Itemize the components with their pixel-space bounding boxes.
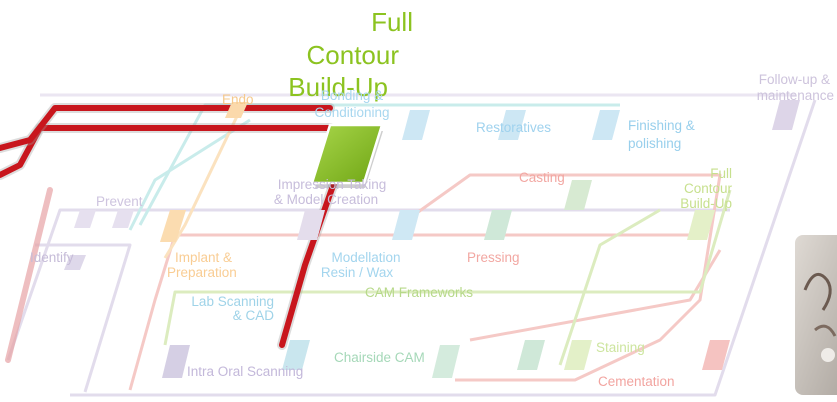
label-bonding-1: Bonding & bbox=[321, 88, 383, 103]
tile-pressing bbox=[484, 210, 512, 240]
tile-followup bbox=[772, 100, 800, 130]
tile-chairside bbox=[432, 345, 460, 378]
tile-staining bbox=[564, 340, 592, 370]
label-casting: Casting bbox=[519, 170, 565, 185]
tile-cam bbox=[517, 340, 545, 370]
tile-modellation bbox=[392, 210, 420, 240]
route-salmon-2 bbox=[399, 173, 722, 382]
label-followup-2: maintenance bbox=[757, 88, 834, 103]
label-intra-oral: Intra Oral Scanning bbox=[187, 364, 303, 379]
label-lab-scanning-1: Lab Scanning bbox=[191, 294, 274, 309]
tile-bonding bbox=[402, 110, 430, 140]
label-restoratives: Restoratives bbox=[476, 120, 551, 135]
tile-fcb-small bbox=[687, 210, 715, 240]
label-lab-scanning-2: & CAD bbox=[233, 308, 275, 323]
station-tiles bbox=[64, 100, 800, 378]
tile-prevent-2 bbox=[112, 210, 134, 228]
label-followup-1: Follow-up & bbox=[759, 72, 830, 87]
route-green bbox=[163, 189, 732, 346]
route-orange bbox=[163, 109, 242, 259]
label-finishing-2: polishing bbox=[628, 136, 681, 151]
tile-full-contour-highlight bbox=[310, 123, 384, 185]
label-fcb-1: Full bbox=[710, 166, 732, 181]
tile-prevent bbox=[74, 210, 96, 228]
highlight-title-line1: Full bbox=[371, 7, 413, 37]
station-labels: Full Contour Build-Up Identify Prevent E… bbox=[30, 7, 834, 389]
label-identify: Identify bbox=[30, 250, 74, 265]
label-bonding-2: Conditioning bbox=[314, 105, 389, 120]
label-implant-1: Implant & bbox=[175, 250, 232, 265]
product-photo-icon bbox=[795, 235, 837, 395]
label-endo: Endo bbox=[222, 92, 254, 107]
label-modellation-2: Resin / Wax bbox=[321, 265, 394, 280]
tile-lab-scan bbox=[282, 340, 310, 370]
tile-endo bbox=[225, 102, 248, 118]
route-salmon-3 bbox=[469, 249, 722, 342]
label-impression-2: & Model Creation bbox=[274, 192, 378, 207]
label-staining: Staining bbox=[596, 340, 645, 355]
tile-implant bbox=[160, 210, 186, 242]
label-implant-2: Preparation bbox=[167, 265, 237, 280]
tile-identify bbox=[64, 255, 86, 270]
tile-casting bbox=[564, 180, 592, 210]
label-impression-1: Impression Taking bbox=[278, 177, 387, 192]
label-cam-frameworks: CAM Frameworks bbox=[365, 285, 473, 300]
route-teal-2 bbox=[128, 118, 251, 231]
label-prevent: Prevent bbox=[96, 194, 143, 209]
label-chairside-cam: Chairside CAM bbox=[334, 350, 425, 365]
tile-restoratives bbox=[498, 110, 526, 140]
route-lilac-inner bbox=[35, 243, 132, 393]
label-fcb-2: Contour bbox=[684, 181, 733, 196]
route-red-highlight bbox=[0, 103, 340, 363]
label-fcb-3: Build-Up bbox=[680, 196, 732, 211]
tile-finishing bbox=[592, 110, 620, 140]
tile-impression bbox=[297, 210, 325, 240]
tile-intra-oral bbox=[162, 345, 190, 378]
tile-cementation bbox=[702, 340, 730, 370]
highlight-title-line2: Contour bbox=[307, 40, 400, 70]
label-cementation: Cementation bbox=[598, 374, 675, 389]
label-finishing-1: Finishing & bbox=[628, 118, 695, 133]
route-green-2 bbox=[558, 208, 661, 366]
highlight-title-line3: Build-Up bbox=[288, 72, 388, 102]
label-pressing: Pressing bbox=[467, 250, 520, 265]
route-lilac-bottom bbox=[70, 99, 817, 397]
label-modellation-1: Modellation bbox=[331, 250, 400, 265]
